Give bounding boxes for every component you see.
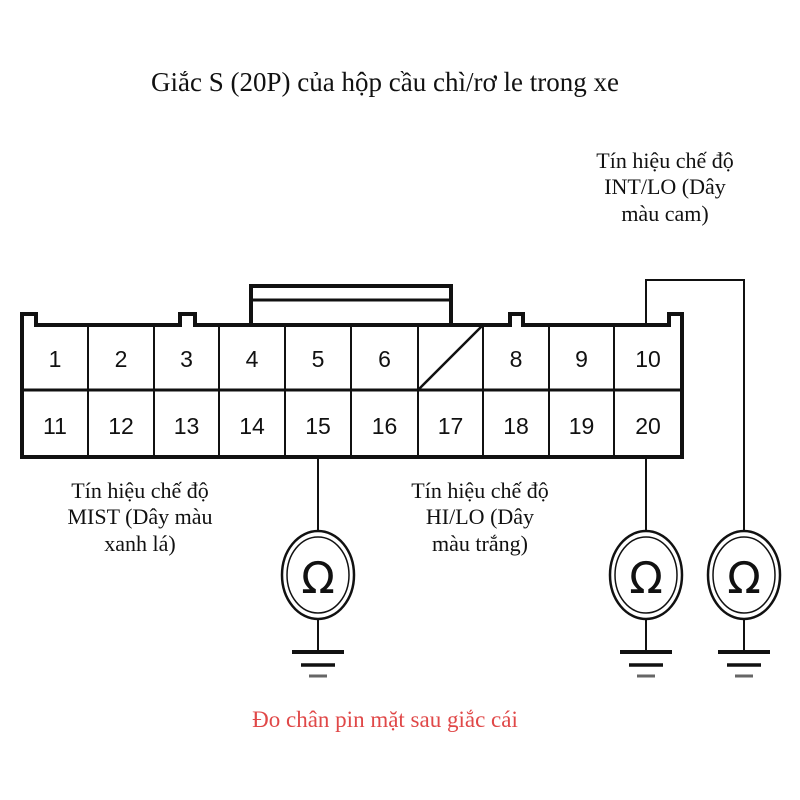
pin-6: 6	[378, 346, 391, 372]
label-line: màu trắng)	[432, 530, 528, 556]
pin-8: 8	[510, 346, 523, 372]
ground-icon	[620, 650, 672, 678]
label-line: Tín hiệu chế độ	[411, 478, 549, 503]
pin-5: 5	[312, 346, 325, 372]
wire-pin-10	[645, 279, 745, 530]
caption: Đo chân pin mặt sau giắc cái	[252, 707, 518, 732]
label-line: MIST (Dây màu	[67, 504, 213, 530]
ohm-icon: Ω	[629, 553, 663, 604]
pin-9: 9	[575, 346, 588, 372]
pin-19: 19	[569, 413, 595, 439]
pin-13: 13	[174, 413, 200, 439]
diagram-title: Giắc S (20P) của hộp cầu chì/rơ le trong…	[151, 67, 619, 97]
label-line: INT/LO (Dây	[604, 174, 726, 200]
pin-2: 2	[115, 346, 128, 372]
ohm-icon: Ω	[727, 553, 761, 604]
pin-3: 3	[180, 346, 193, 372]
label-mist: Tín hiệu chế độ MIST (Dây màu xanh lá)	[20, 478, 260, 557]
pin-18: 18	[503, 413, 529, 439]
pin-10: 10	[635, 346, 661, 372]
ground-icon	[292, 650, 344, 678]
label-line: Tín hiệu chế độ	[71, 478, 209, 503]
pin-12: 12	[108, 413, 134, 439]
ohmmeter: Ω	[706, 529, 782, 678]
label-line: xanh lá)	[104, 530, 176, 556]
pin-16: 16	[372, 413, 398, 439]
ohmmeter: Ω	[280, 529, 356, 678]
label-line: màu cam)	[621, 200, 709, 226]
pin-17: 17	[438, 413, 464, 439]
pin-15: 15	[305, 413, 331, 439]
blank-pin-7-slash	[417, 324, 484, 391]
pin-1: 1	[49, 346, 62, 372]
wires	[317, 279, 745, 650]
label-line: Tín hiệu chế độ	[596, 148, 734, 173]
label-line: HI/LO (Dây	[425, 504, 535, 530]
pin-14: 14	[239, 413, 265, 439]
connector-housing	[20, 284, 684, 459]
pin-4: 4	[246, 346, 259, 372]
ohmmeter: Ω	[608, 529, 684, 678]
label-int-lo: Tín hiệu chế độ INT/LO (Dây màu cam)	[560, 148, 770, 227]
ohm-icon: Ω	[301, 553, 335, 604]
pin-11: 11	[43, 413, 67, 439]
pin-20: 20	[635, 413, 661, 439]
ground-icon	[718, 650, 770, 678]
label-hi-lo: Tín hiệu chế độ HI/LO (Dây màu trắng)	[350, 478, 610, 557]
